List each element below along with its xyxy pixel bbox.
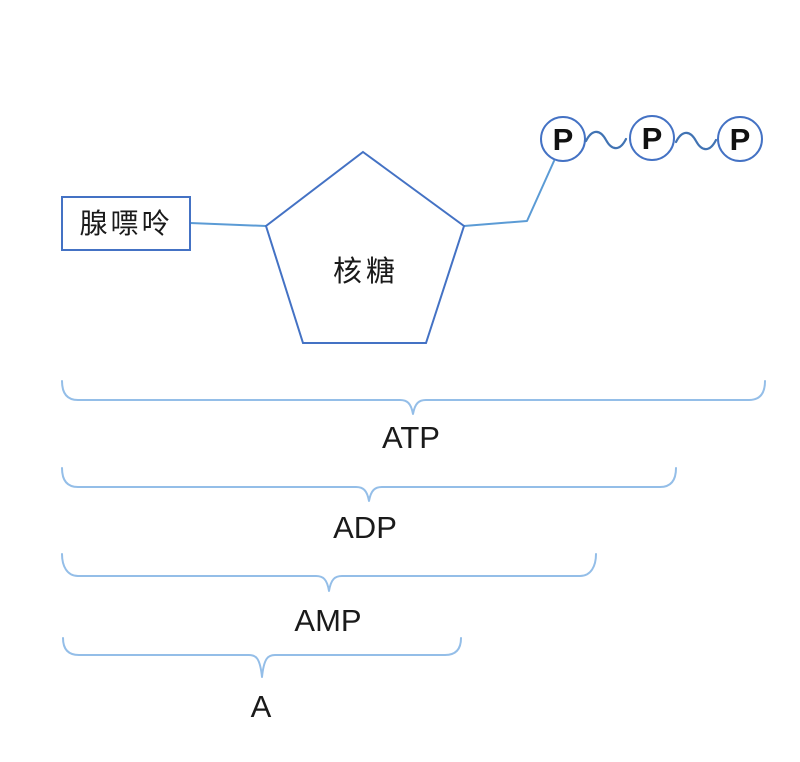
adenine-box xyxy=(61,196,191,251)
atp-brace xyxy=(61,380,766,415)
phosphate-circle-2 xyxy=(629,115,675,161)
group-label-adp: ADP xyxy=(333,510,397,545)
group-label-a: A xyxy=(251,689,272,724)
group-label-atp: ATP xyxy=(382,420,440,455)
phosphate-circle-3 xyxy=(717,116,763,162)
amp-brace xyxy=(61,553,597,592)
phosphate-label-2: P xyxy=(642,121,663,156)
phosphate-circle-1 xyxy=(540,116,586,162)
phosphate-label-3: P xyxy=(730,122,751,157)
adenine-label: 腺嘌呤 xyxy=(79,208,172,240)
ribose-phosphate-connector-line xyxy=(463,160,555,227)
adp-brace xyxy=(61,467,677,502)
adenine-ribose-connector-line xyxy=(189,222,267,227)
group-label-amp: AMP xyxy=(294,603,361,638)
adenosine-brace xyxy=(62,637,462,678)
high-energy-bond-icon xyxy=(674,131,718,151)
high-energy-bond-icon xyxy=(584,130,628,150)
phosphate-label-1: P xyxy=(553,122,574,157)
ribose-label: 核糖 xyxy=(333,255,399,288)
ribose-pentagon xyxy=(264,150,466,344)
